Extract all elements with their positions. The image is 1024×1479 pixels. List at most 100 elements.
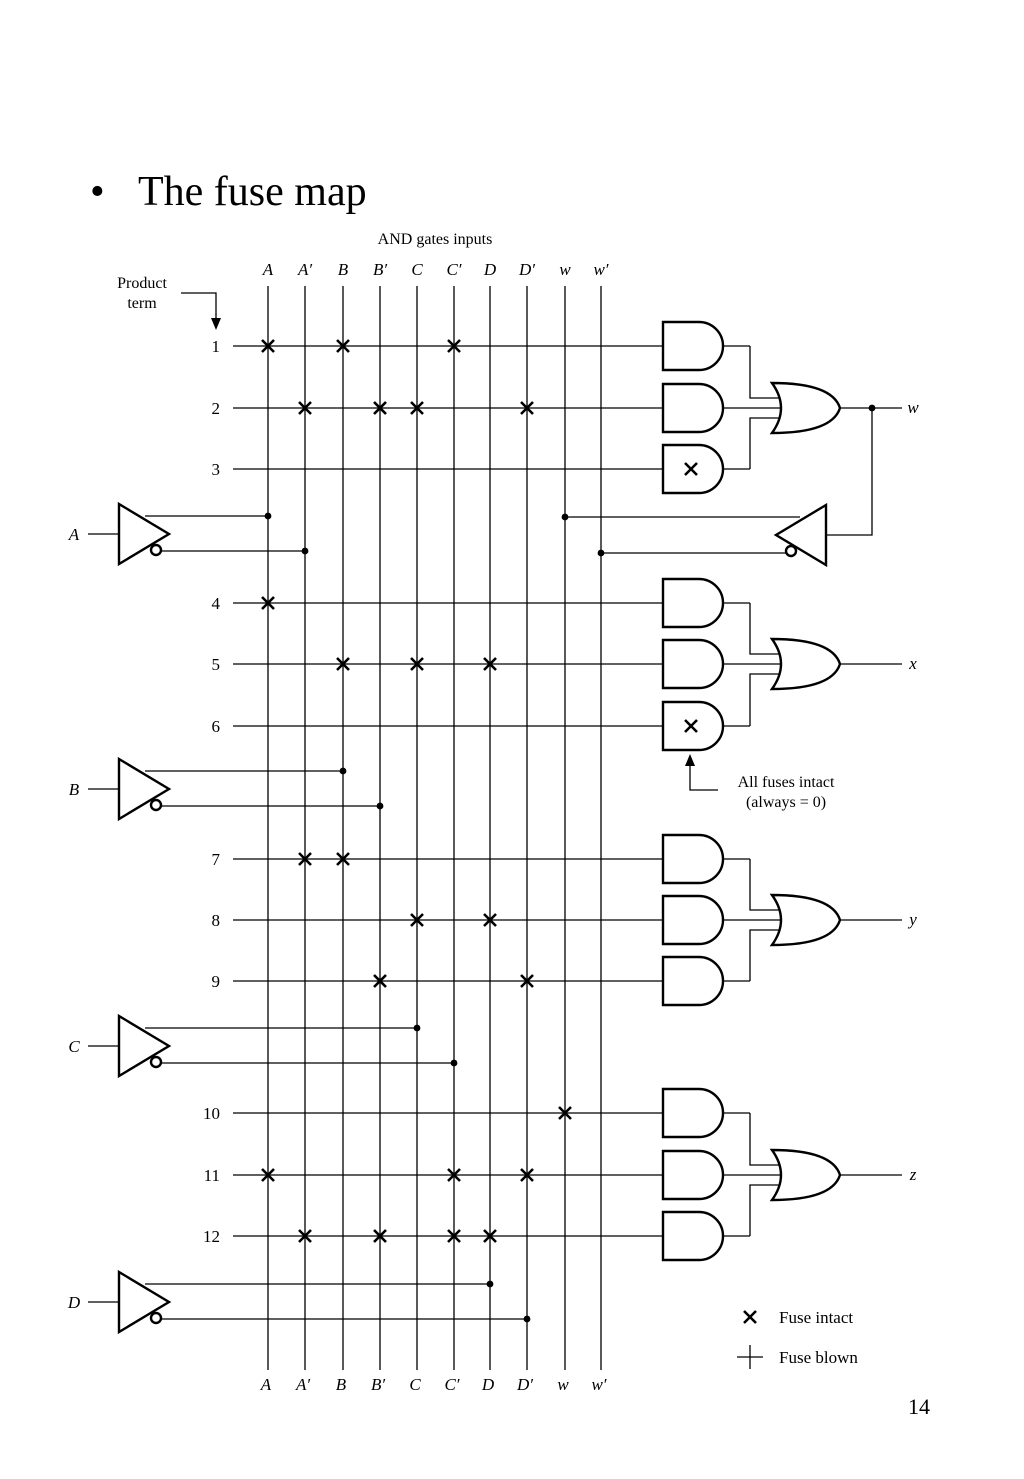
product-term-number-4: 4 <box>212 594 221 613</box>
fuse-intact-mark <box>483 1229 497 1243</box>
and-gate-5 <box>661 638 725 690</box>
column-label-top-c: C <box>411 260 423 279</box>
and-gate-12 <box>661 1210 725 1262</box>
column-label-bottom-a-prime: A′ <box>295 1375 310 1394</box>
fuse-intact-mark <box>410 913 424 927</box>
annotation-arrowhead <box>685 754 695 766</box>
input-label-d: D <box>67 1293 81 1312</box>
output-label-w: w <box>907 398 919 417</box>
fuse-intact-mark <box>447 1229 461 1243</box>
buffer-triangle <box>117 1269 172 1335</box>
and-gate-2 <box>661 382 725 434</box>
and-gate-all-fuses-mark <box>684 719 698 733</box>
and-gate-8 <box>661 894 725 946</box>
legend: Fuse intact Fuse blown <box>737 1308 858 1369</box>
fuse-intact-mark <box>261 339 275 353</box>
fuse-intact-mark <box>336 657 350 671</box>
output-label-x: x <box>908 654 917 673</box>
output-group-w: w <box>661 320 919 495</box>
buffer-triangle <box>117 501 172 567</box>
junction-dot <box>264 512 272 520</box>
input-buffer-d: D <box>67 1269 531 1335</box>
column-label-bottom-c-prime: C′ <box>444 1375 459 1394</box>
or-gate-w <box>769 381 842 435</box>
inverter-bubble <box>784 544 798 558</box>
output-group-x: x <box>661 577 917 752</box>
fuse-intact-mark <box>447 1168 461 1182</box>
fuse-intact-mark <box>520 1168 534 1182</box>
fuse-intact-mark <box>373 401 387 415</box>
fuse-intact-mark <box>558 1106 572 1120</box>
buffer-triangle <box>117 1013 172 1079</box>
product-term-number-9: 9 <box>212 972 221 991</box>
fuse-intact-mark <box>261 596 275 610</box>
product-term-arrow <box>181 292 217 322</box>
or-gate-x <box>769 637 842 691</box>
bullet-marker: • <box>90 169 105 215</box>
annotation-leader <box>689 758 718 791</box>
fuse-marks <box>261 339 572 1243</box>
product-term-number-2: 2 <box>212 399 221 418</box>
and-gate-3 <box>661 443 725 495</box>
junction-dot <box>413 1024 421 1032</box>
column-label-bottom-d-prime: D′ <box>516 1375 533 1394</box>
slide-title: The fuse map <box>138 169 367 215</box>
product-term-number-5: 5 <box>212 655 221 674</box>
column-label-top-d: D <box>483 260 497 279</box>
column-label-bottom-d: D <box>481 1375 495 1394</box>
product-term-number-12: 12 <box>203 1227 220 1246</box>
input-label-c: C <box>68 1037 80 1056</box>
fuse-intact-mark <box>410 657 424 671</box>
column-label-top-w-prime: w′ <box>593 260 608 279</box>
junction-dot <box>868 404 876 412</box>
product-term-number-10: 10 <box>203 1104 220 1123</box>
junction-dot <box>561 513 569 521</box>
product-term-number-7: 7 <box>212 850 221 869</box>
or-gate-z <box>769 1148 842 1202</box>
junction-dot <box>597 549 605 557</box>
fuse-intact-mark <box>298 401 312 415</box>
product-term-number-3: 3 <box>212 460 221 479</box>
and-gate-all-fuses-mark <box>684 462 698 476</box>
product-term-arrowhead <box>211 318 221 330</box>
column-label-top-b-prime: B′ <box>373 260 387 279</box>
column-label-bottom-w-prime: w′ <box>591 1375 606 1394</box>
column-label-top-a-prime: A′ <box>297 260 312 279</box>
column-label-top-a: A <box>262 260 274 279</box>
feedback-buffer-w <box>561 408 873 568</box>
fuse-intact-mark <box>298 1229 312 1243</box>
input-buffer-a: A <box>68 501 309 567</box>
and-gate-10 <box>661 1087 725 1139</box>
legend-fuse-blown-symbol <box>737 1345 763 1369</box>
fuse-intact-mark <box>483 913 497 927</box>
annotation-line-1: All fuses intact <box>738 774 835 791</box>
column-label-top-w: w <box>559 260 571 279</box>
column-label-bottom-w: w <box>557 1375 569 1394</box>
junction-dot <box>301 547 309 555</box>
input-label-a: A <box>68 525 80 544</box>
and-gate-9 <box>661 955 725 1007</box>
and-gate-7 <box>661 833 725 885</box>
junction-dot <box>523 1315 531 1323</box>
legend-fuse-blown-label: Fuse blown <box>779 1348 858 1367</box>
junction-dot <box>450 1059 458 1067</box>
or-gate-y <box>769 893 842 947</box>
input-buffer-c: C <box>68 1013 458 1079</box>
fuse-intact-mark <box>410 401 424 415</box>
fuse-intact-mark <box>298 852 312 866</box>
inverter-bubble <box>149 1311 163 1325</box>
page-number: 14 <box>908 1394 930 1419</box>
product-term-number-6: 6 <box>212 717 221 736</box>
fuse-intact-mark <box>373 974 387 988</box>
junction-dot <box>339 767 347 775</box>
and-gate-4 <box>661 577 725 629</box>
and-gate-6 <box>661 700 725 752</box>
fuse-intact-mark <box>261 1168 275 1182</box>
column-label-top-d-prime: D′ <box>518 260 535 279</box>
inverter-bubble <box>149 543 163 557</box>
input-columns: AAA′A′BBB′B′CCC′C′DDD′D′www′w′ <box>260 260 609 1394</box>
column-label-bottom-c: C <box>409 1375 421 1394</box>
inverter-bubble <box>149 798 163 812</box>
